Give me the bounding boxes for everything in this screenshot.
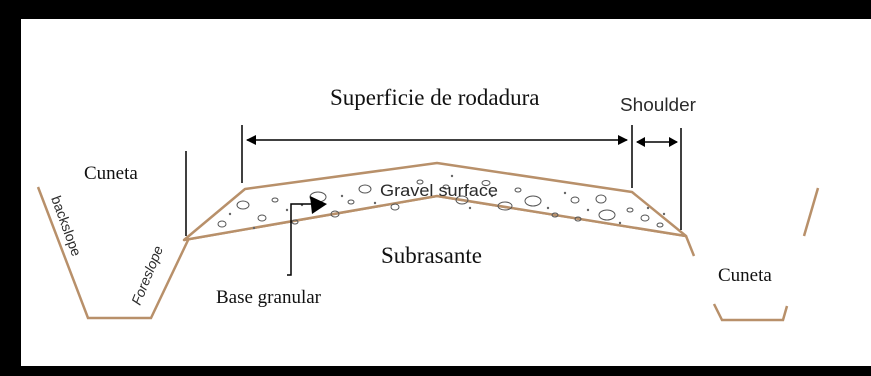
left-ditch-line <box>36 186 192 320</box>
gravel-layer <box>182 161 688 242</box>
granular-base-label: Base granular <box>216 287 322 308</box>
shoulder-dimension-arrow <box>636 137 678 147</box>
inner-border <box>11 11 871 373</box>
running-surface-dimension-arrow <box>246 135 628 145</box>
right-ditch-foreslope <box>684 235 696 257</box>
right-ditch-label: Cuneta <box>718 265 772 286</box>
right-ditch-backslope <box>802 187 820 237</box>
shoulder-label: Shoulder <box>620 95 696 115</box>
subgrade-label: Subrasante <box>381 243 482 268</box>
gravel-surface-label: Gravel surface <box>380 181 498 200</box>
left-ditch-label: Cuneta <box>84 163 138 184</box>
right-ditch-bottom <box>712 303 789 322</box>
running-surface-label: Superficie de rodadura <box>330 85 539 110</box>
base-granular-leader <box>287 196 327 276</box>
gravel-dots <box>228 174 666 230</box>
frame-top <box>0 0 871 19</box>
gravel-pebbles <box>217 179 664 228</box>
frame-left <box>0 0 21 376</box>
